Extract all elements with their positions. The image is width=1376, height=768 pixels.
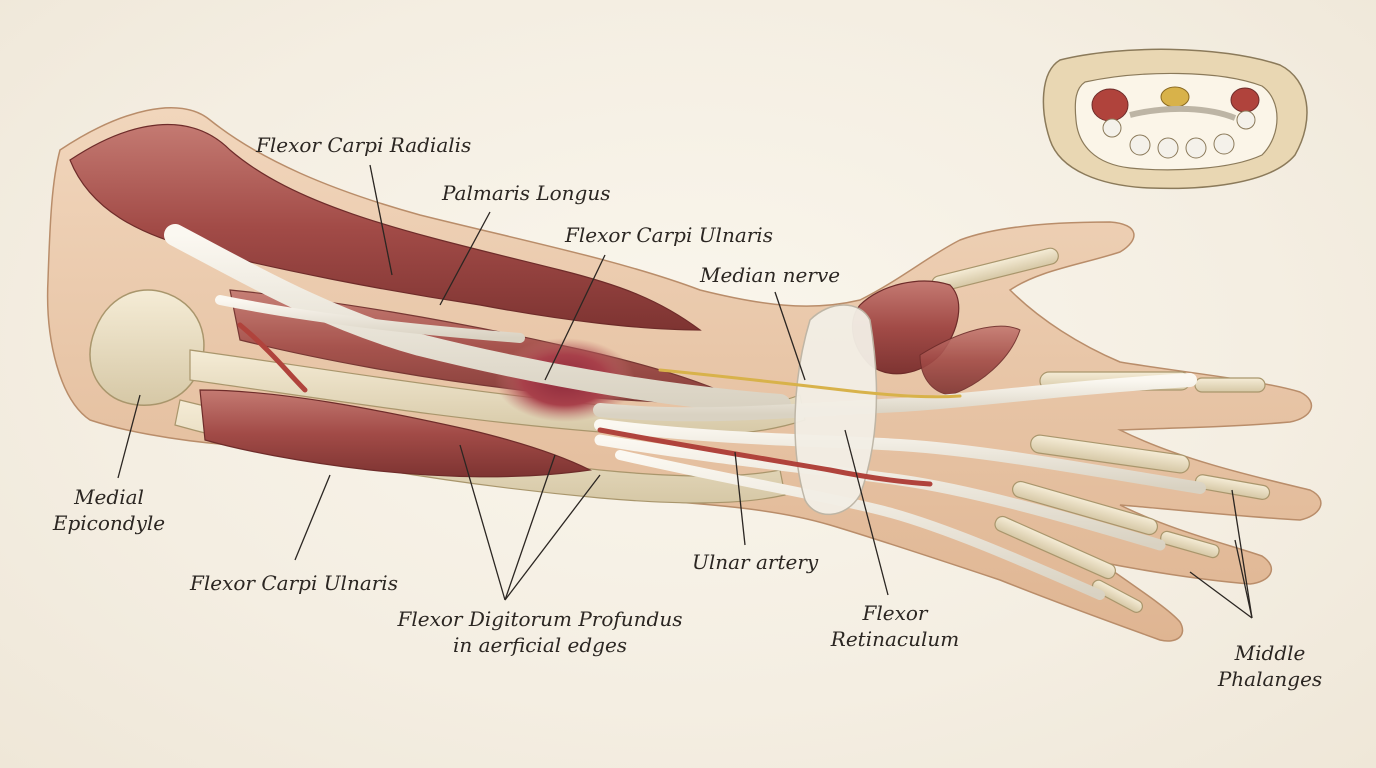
label-flexor-carpi-ulnaris-bottom: Flexor Carpi Ulnaris — [190, 571, 398, 595]
leader-lines — [117, 164, 1253, 619]
leader-middle-phalanges-1 — [1231, 489, 1253, 619]
leader-ulnar-artery — [734, 451, 746, 546]
label-medial-epicondyle-line2: Epicondyle — [52, 511, 166, 535]
label-flexor-digitorum-line2: in aerficial edges — [452, 633, 628, 657]
leader-flexor-carpi-ulnaris-top — [544, 254, 606, 381]
label-medial-epicondyle-line1: Medial — [74, 485, 144, 509]
label-flexor-digitorum-line1: Flexor Digitorum Profundus — [397, 607, 683, 631]
label-flexor-retinaculum-line1: Flexor — [862, 601, 928, 625]
label-median-nerve: Median nerve — [700, 263, 841, 287]
label-flexor-carpi-radialis: Flexor Carpi Radialis — [256, 133, 472, 157]
wrist-cross-section-icon — [1042, 48, 1308, 190]
leader-flexor-digitorum-3 — [504, 474, 601, 601]
leader-middle-phalanges-2 — [1189, 571, 1253, 619]
flexor-retinaculum-band — [794, 304, 878, 516]
leader-median-nerve — [774, 291, 806, 381]
label-flexor-carpi-ulnaris-top: Flexor Carpi Ulnaris — [565, 223, 773, 247]
leader-flexor-digitorum-2 — [504, 454, 556, 601]
leader-flexor-retinaculum — [844, 429, 889, 596]
tendons — [164, 224, 1206, 600]
leader-flexor-digitorum-1 — [459, 444, 506, 601]
leader-palmaris-longus — [439, 211, 491, 306]
label-middle-phalanges-line2: Phalanges — [1217, 667, 1323, 691]
label-flexor-retinaculum-line2: Retinaculum — [830, 627, 960, 651]
label-palmaris-longus: Palmaris Longus — [442, 181, 611, 205]
leader-middle-phalanges-3 — [1234, 539, 1253, 619]
label-middle-phalanges-line1: Middle — [1234, 641, 1306, 665]
leader-medial-epicondyle — [117, 394, 141, 479]
vessels — [237, 322, 962, 487]
leader-flexor-carpi-ulnaris-bottom — [294, 474, 331, 561]
label-ulnar-artery: Ulnar artery — [692, 550, 819, 574]
leader-flexor-carpi-radialis — [369, 164, 393, 276]
